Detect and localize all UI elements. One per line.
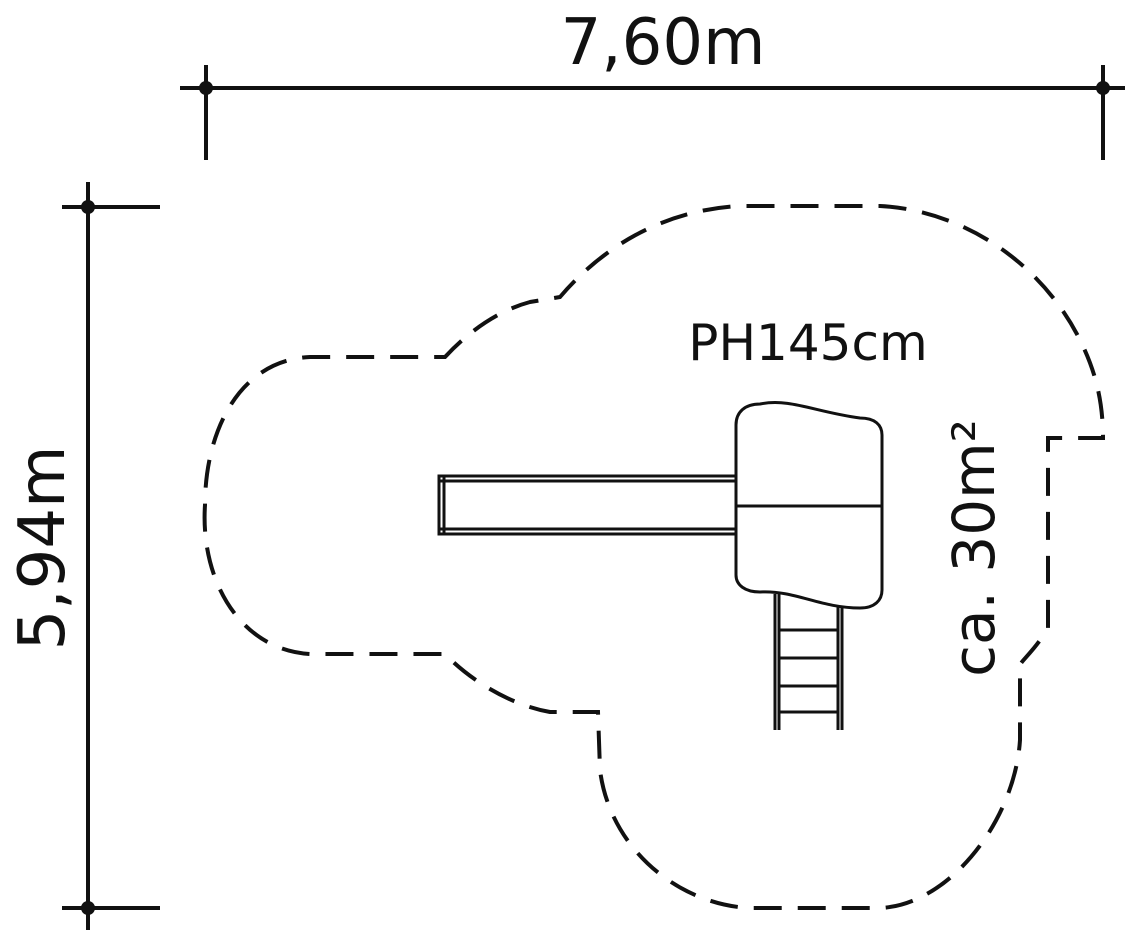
tower-platform (734, 401, 884, 610)
width-dimension-left-dot (199, 81, 213, 95)
safety-area-boundary (202, 204, 1106, 910)
height-dimension-bottom-dot (81, 901, 95, 915)
width-dimension-label: 7,60m (561, 6, 766, 80)
height-dimension (62, 182, 160, 930)
slide (437, 474, 738, 536)
width-dimension-right-dot (1096, 81, 1110, 95)
ladder (773, 594, 844, 730)
width-dimension (180, 65, 1125, 160)
height-dimension-top-dot (81, 200, 95, 214)
area-label: ca. 30m² (940, 419, 1008, 677)
slide-chute (437, 474, 738, 536)
height-dimension-label: 5,94m (6, 446, 80, 651)
platform-height-label: PH145cm (688, 314, 927, 372)
